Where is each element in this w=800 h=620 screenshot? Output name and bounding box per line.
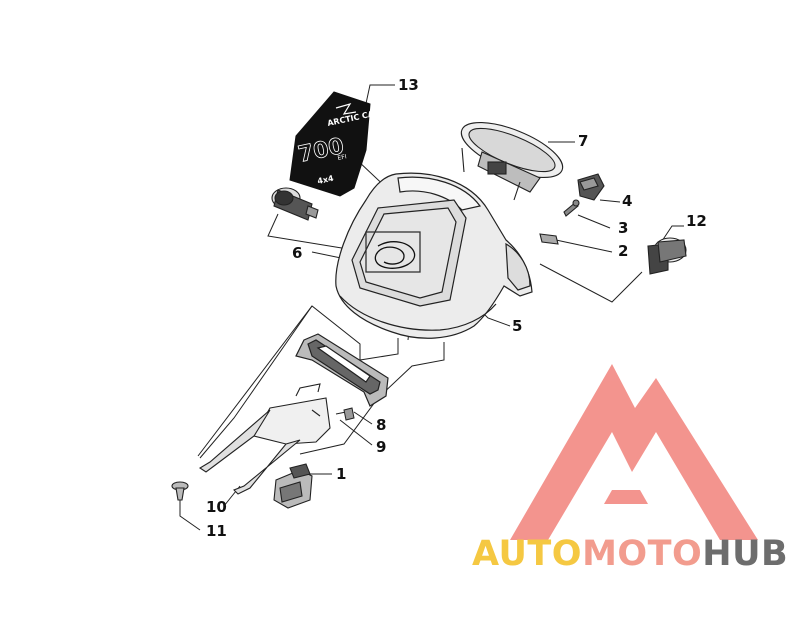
ignition-face xyxy=(274,190,294,206)
decal-suffix-text: EFI xyxy=(337,153,347,162)
watermark-text: AUTOMOTOHUB xyxy=(472,534,788,574)
leader-4 xyxy=(599,199,621,203)
housing-5 xyxy=(335,172,533,339)
knob-highlight xyxy=(579,177,599,191)
bezel-8 xyxy=(295,333,389,407)
leader-main-b xyxy=(299,342,445,455)
watermark-moto: MOTO xyxy=(582,534,703,574)
logo-inner-hook xyxy=(604,490,648,504)
switch-12 xyxy=(647,237,687,275)
spring-6 xyxy=(365,231,421,273)
watermark-logo xyxy=(510,364,758,540)
leader-9 xyxy=(339,419,373,446)
decal-cat-mark xyxy=(335,103,357,115)
callout-labels: 13 7 4 3 12 2 6 5 8 9 1 10 11 xyxy=(206,76,707,540)
fastener-shank xyxy=(175,487,185,501)
leader-11 xyxy=(179,500,201,531)
decal-drive-text: 4x4 xyxy=(317,174,335,186)
connector-1 xyxy=(273,463,313,509)
callout-3: 3 xyxy=(618,219,628,237)
callout-11: 11 xyxy=(206,522,227,540)
connector-detail xyxy=(279,481,303,503)
logo-m-shape xyxy=(510,364,758,540)
leader-main-d xyxy=(199,305,313,459)
callout-2: 2 xyxy=(618,242,628,260)
pin-head xyxy=(572,199,580,207)
watermark-auto: AUTO xyxy=(472,534,583,574)
bezel-slot xyxy=(316,345,371,383)
housing-top xyxy=(397,176,482,211)
callout-13: 13 xyxy=(398,76,419,94)
leader-2 xyxy=(555,239,613,253)
callout-9: 9 xyxy=(376,438,386,456)
switch-front xyxy=(657,239,687,263)
bracket-10 xyxy=(198,383,331,495)
gauge-connector xyxy=(487,161,507,175)
gauge-7 xyxy=(460,122,564,201)
ignition-6 xyxy=(271,187,319,221)
leader-main-a xyxy=(197,305,399,457)
spring-bracket xyxy=(365,231,421,273)
bracket-arm-right xyxy=(233,439,301,495)
pin-3 xyxy=(563,199,580,217)
screw-9 xyxy=(343,407,355,421)
leader-12 xyxy=(539,225,684,303)
callout-5: 5 xyxy=(512,317,522,335)
bracket-tabs xyxy=(295,383,321,417)
callout-4: 4 xyxy=(622,192,632,210)
bracket-plate xyxy=(253,397,331,445)
clip-body xyxy=(539,233,559,245)
bracket-arm-left xyxy=(198,409,271,473)
leader-3 xyxy=(577,214,611,229)
spring-coil xyxy=(374,241,416,269)
callout-10: 10 xyxy=(206,498,227,516)
housing-tab xyxy=(505,242,531,291)
fastener-11 xyxy=(171,481,189,501)
callout-12: 12 xyxy=(686,212,707,230)
housing-window-inner xyxy=(359,207,457,299)
screw-body xyxy=(343,407,355,421)
watermark-hub: HUB xyxy=(702,534,789,574)
connector-top xyxy=(289,463,311,479)
clip-2 xyxy=(539,233,559,245)
housing-lower-lip xyxy=(339,295,497,331)
logo-inner-g xyxy=(578,466,694,524)
knob-4 xyxy=(577,173,605,201)
gauge-studs xyxy=(461,147,521,201)
callout-7: 7 xyxy=(578,132,588,150)
decal-shape xyxy=(289,91,371,197)
callout-1: 1 xyxy=(336,465,346,483)
callout-6: 6 xyxy=(292,244,302,262)
callout-8: 8 xyxy=(376,416,386,434)
ignition-shaft xyxy=(305,205,319,219)
decal-13: ARCTIC CAT 700 EFI 4x4 xyxy=(289,91,380,197)
